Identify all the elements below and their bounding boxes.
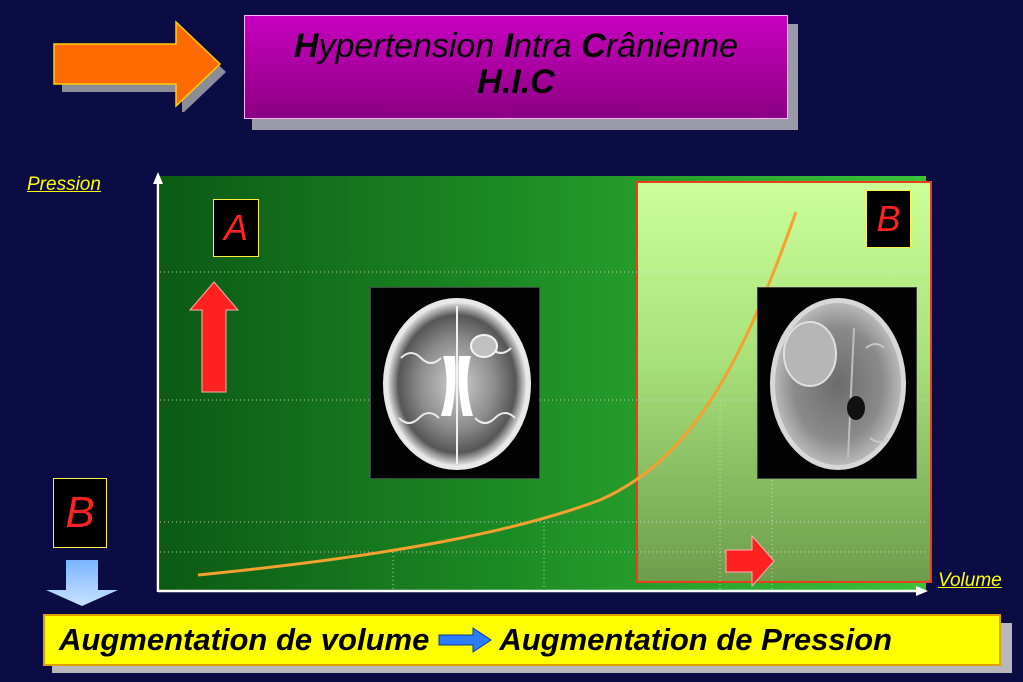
bottom-bar-left-text: Augmentation de volume <box>59 622 430 657</box>
brain-mri-right-image <box>757 287 917 479</box>
orange-arrow-icon <box>53 20 226 112</box>
title-line-1: Hypertension Intra Crânienne <box>293 27 739 65</box>
pressure-curve <box>197 211 798 577</box>
red-up-arrow-icon <box>188 281 240 393</box>
blue-down-arrow-icon <box>46 560 118 606</box>
side-b-label: B <box>53 478 107 548</box>
blue-right-arrow-icon <box>438 627 493 653</box>
y-axis-label: Pression <box>27 174 101 195</box>
bottom-bar: Augmentation de volume Augmentation de P… <box>43 614 1001 666</box>
title-box: Hypertension Intra Crânienne H.I.C <box>244 15 788 119</box>
brain-mri-left-image <box>370 287 540 479</box>
zone-a-label: A <box>213 199 259 257</box>
zone-b-label: B <box>866 190 911 248</box>
red-right-arrow-icon <box>725 534 775 588</box>
bottom-bar-right-text: Augmentation de Pression <box>499 622 893 657</box>
x-axis-label: Volume <box>938 570 1002 591</box>
title-line-2: H.I.C <box>477 63 555 101</box>
